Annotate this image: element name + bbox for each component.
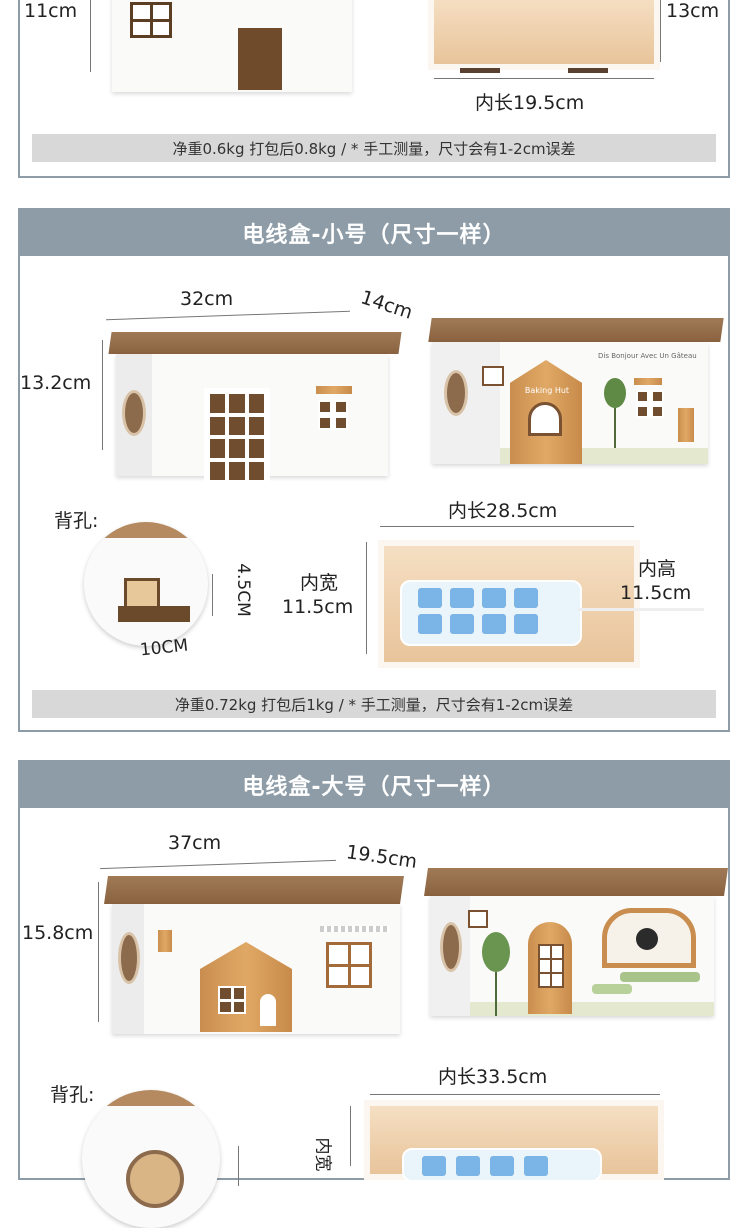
large-depth-label: 19.5cm — [344, 841, 419, 873]
height-dimension-line — [90, 0, 91, 72]
small-inner-width-line — [366, 542, 367, 654]
large-door-sign-icon — [158, 930, 172, 952]
large-decorated-lid — [424, 868, 728, 896]
tray-foot-left — [460, 68, 500, 73]
inner-height-label-2: 11.5cm — [620, 582, 692, 604]
inner-width-label-2: 11.5cm — [282, 596, 354, 618]
large-box-lid — [104, 876, 404, 904]
outlet — [422, 1156, 446, 1176]
small-length-line — [106, 310, 350, 321]
power-strip — [400, 580, 582, 646]
large-size-panel: 电线盒-大号（尺寸一样） 37cm 19.5cm 15.8cm 背孔: — [18, 760, 730, 1228]
decorated-side-hole — [444, 370, 468, 416]
back-hole-circle — [84, 522, 208, 646]
top-product-panel: 11cm 13cm 内长19.5cm 净重0.6kg 打包后0.8kg / * … — [18, 0, 730, 178]
small-inner-length-label: 内长28.5cm — [448, 500, 558, 522]
large-inner-length-line — [370, 1094, 660, 1095]
tray-foot-right — [568, 68, 608, 73]
small-inner-length-line — [380, 526, 634, 527]
wall-script-text: Dis Bonjour Avec Un Gâteau — [598, 352, 697, 360]
large-length-line — [100, 859, 336, 870]
inner-width-label-1: 内宽 — [300, 572, 339, 594]
large-inner-width-label: 内宽 — [312, 1137, 333, 1172]
hole-height-line — [212, 574, 213, 616]
large-side-hole — [118, 932, 140, 984]
outlet — [490, 1156, 514, 1176]
large-section-title: 电线盒-大号（尺寸一样） — [20, 762, 728, 808]
large-cup-icon — [468, 910, 488, 928]
outlet — [482, 614, 506, 634]
box-door — [238, 28, 282, 90]
weight-note: 净重0.6kg 打包后0.8kg / * 手工测量，尺寸会有1-2cm误差 — [32, 134, 716, 162]
cup-icon — [482, 366, 504, 386]
inner-length-line — [434, 78, 654, 79]
large-height-line — [98, 882, 99, 1022]
box-window — [130, 2, 172, 38]
small-plant-left — [592, 984, 632, 994]
outlet — [418, 588, 442, 608]
side-cable-hole — [122, 390, 146, 436]
small-box-door — [204, 388, 270, 486]
small-section-title: 电线盒-小号（尺寸一样） — [20, 210, 728, 256]
large-back-hole-circle — [82, 1090, 220, 1228]
large-power-strip — [402, 1148, 602, 1182]
outlet — [418, 614, 442, 634]
outlet — [524, 1156, 548, 1176]
outlet — [514, 614, 538, 634]
inner-height-label-1: 内高 — [638, 558, 677, 580]
small-height-line — [102, 340, 103, 450]
right-height-label: 13cm — [666, 0, 720, 22]
large-arched-door — [528, 922, 572, 1014]
large-wall-vent — [320, 926, 390, 932]
large-inner-length-label: 内长33.5cm — [438, 1066, 548, 1088]
outlet — [514, 588, 538, 608]
right-height-line — [660, 0, 661, 62]
girl-illustration — [636, 928, 658, 950]
large-hole-line — [238, 1146, 239, 1186]
hole-width-label: 10CM — [139, 635, 190, 661]
height-label: 11cm — [24, 0, 78, 22]
small-door-icon — [678, 408, 694, 442]
large-length-label: 37cm — [168, 832, 222, 854]
flower-box — [620, 972, 700, 982]
small-weight-note: 净重0.72kg 打包后1kg / * 手工测量，尺寸会有1-2cm误差 — [32, 690, 716, 718]
small-length-label: 32cm — [180, 288, 234, 310]
arched-window — [528, 402, 562, 436]
outlet — [482, 588, 506, 608]
large-house-arch — [260, 994, 276, 1026]
hole-height-label: 4.5CM — [232, 563, 253, 617]
decorated-box-lid — [428, 318, 724, 342]
small-height-label: 13.2cm — [20, 372, 92, 394]
large-inner-width-line — [350, 1106, 351, 1166]
decorated-sign — [634, 378, 662, 385]
outlet — [456, 1156, 480, 1176]
power-cord — [578, 608, 704, 611]
small-box-sign — [316, 386, 352, 394]
outlet — [450, 614, 474, 634]
large-height-label: 15.8cm — [22, 922, 94, 944]
inner-length-label: 内长19.5cm — [475, 92, 585, 114]
outlet — [450, 588, 474, 608]
large-house-window — [218, 986, 246, 1014]
large-plant-icon — [482, 932, 510, 1016]
large-decorated-hole — [440, 922, 462, 972]
small-box-lid — [108, 332, 402, 354]
inner-tray — [428, 0, 660, 70]
small-size-panel: 电线盒-小号（尺寸一样） 32cm 14cm 13.2cm Baking Hut… — [18, 208, 730, 732]
large-box-window — [326, 942, 372, 988]
small-box-window — [318, 400, 348, 430]
plant-icon — [604, 378, 626, 448]
decorated-window — [636, 390, 664, 418]
small-depth-label: 14cm — [357, 286, 416, 324]
baking-hut-sign: Baking Hut — [524, 386, 570, 395]
